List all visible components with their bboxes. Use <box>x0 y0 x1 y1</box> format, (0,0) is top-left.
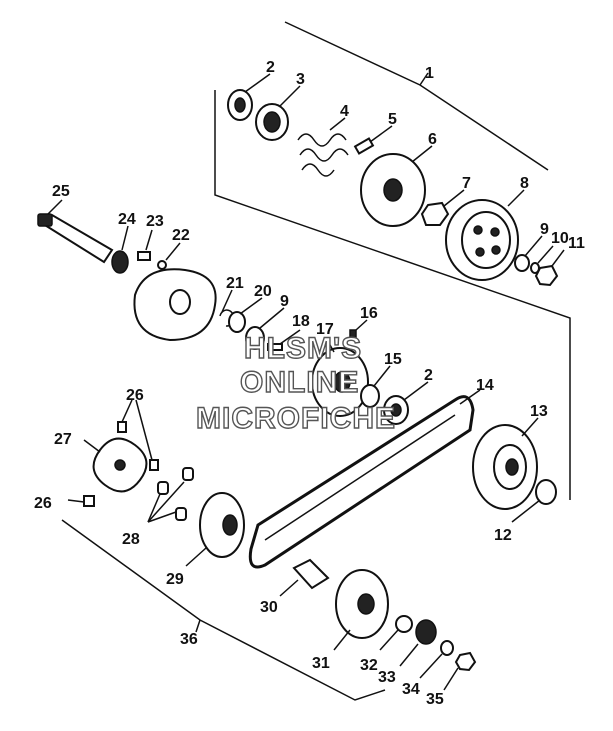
label-part-26-left: 26 <box>34 495 52 512</box>
washer-part-34 <box>440 640 454 656</box>
pin-part-18 <box>267 343 283 351</box>
label-part-3: 3 <box>296 71 305 88</box>
label-part-22: 22 <box>172 227 190 244</box>
label-part-20: 20 <box>254 283 272 300</box>
label-part-9-left: 9 <box>280 293 289 310</box>
label-part-5: 5 <box>388 111 397 128</box>
label-part-29: 29 <box>166 571 184 588</box>
watermark-line-2: ONLINE <box>240 366 359 399</box>
cap-part-12 <box>535 479 557 505</box>
starter-gear-part-33 <box>415 619 437 645</box>
spring-part-4 <box>297 133 349 177</box>
bolt-part-23 <box>137 251 151 261</box>
label-part-27: 27 <box>54 431 72 448</box>
label-part-33: 33 <box>378 669 396 686</box>
label-part-28: 28 <box>122 531 140 548</box>
cover-plate <box>133 268 217 342</box>
clutch-drum-part-8 <box>445 199 519 281</box>
label-part-6: 6 <box>428 131 437 148</box>
label-part-2-top: 2 <box>266 59 275 76</box>
label-part-25: 25 <box>52 183 70 200</box>
label-part-24: 24 <box>118 211 136 228</box>
label-part-16: 16 <box>360 305 378 322</box>
slider-part-26-left <box>83 495 95 507</box>
label-part-9-right: 9 <box>540 221 549 238</box>
label-part-14: 14 <box>476 377 494 394</box>
label-part-10: 10 <box>551 230 569 247</box>
driven-plate-part-17 <box>311 347 369 417</box>
label-part-35: 35 <box>426 691 444 708</box>
washer-part-32 <box>395 615 413 633</box>
pin-part-16 <box>349 329 357 341</box>
collar-part-15 <box>360 384 380 408</box>
watermark-line-3: MICROFICHE <box>196 402 396 435</box>
watermark-line-1: HLSM'S <box>244 332 362 365</box>
roller-part-28-b <box>157 481 169 495</box>
washer-part-2 <box>227 89 253 121</box>
pulley-part-13 <box>472 424 538 510</box>
label-part-17: 17 <box>316 321 334 338</box>
label-part-36: 36 <box>180 631 198 648</box>
drive-belt-part-14 <box>248 395 475 569</box>
group-bracket-36 <box>61 519 386 701</box>
label-part-13: 13 <box>530 403 548 420</box>
group-bracket-1 <box>214 21 571 500</box>
label-part-26-top: 26 <box>126 387 144 404</box>
leader-lines <box>47 73 565 691</box>
label-part-30: 30 <box>260 599 278 616</box>
label-part-11: 11 <box>568 235 585 252</box>
gear-part-24 <box>111 250 129 274</box>
washer-part-9 <box>514 254 530 272</box>
ramp-plate-part-27 <box>92 437 148 493</box>
label-part-31: 31 <box>312 655 330 672</box>
label-part-34: 34 <box>402 681 420 698</box>
label-part-12: 12 <box>494 527 512 544</box>
label-part-7: 7 <box>462 175 471 192</box>
bearing-part-2-lower <box>383 395 409 425</box>
roller-part-28-a <box>182 467 194 481</box>
pin-part-5 <box>353 137 375 155</box>
drive-face-part-29 <box>199 492 245 558</box>
washer-part-20 <box>228 311 246 333</box>
label-part-32: 32 <box>360 657 378 674</box>
nut-part-35 <box>454 651 477 672</box>
bearing-part-3 <box>255 103 289 141</box>
slider-part-26-top <box>117 421 127 433</box>
label-part-15: 15 <box>384 351 402 368</box>
sleeve-part-30 <box>292 558 330 590</box>
label-part-21: 21 <box>226 275 244 292</box>
fan-pulley-part-31 <box>335 569 389 639</box>
label-part-18: 18 <box>292 313 310 330</box>
label-part-8: 8 <box>520 175 529 192</box>
label-part-23: 23 <box>146 213 164 230</box>
label-part-2-lower: 2 <box>424 367 433 384</box>
shaft-part-25 <box>37 213 114 264</box>
nut-part-11 <box>534 264 559 287</box>
label-part-1: 1 <box>425 65 434 82</box>
slider-part-26-right <box>149 459 159 471</box>
roller-part-28-c <box>175 507 187 521</box>
bearing-part-9 <box>245 326 265 350</box>
clutch-part-6 <box>360 153 426 227</box>
nut-part-7 <box>420 201 450 226</box>
clip-part-22 <box>157 260 167 270</box>
label-part-4: 4 <box>340 103 349 120</box>
